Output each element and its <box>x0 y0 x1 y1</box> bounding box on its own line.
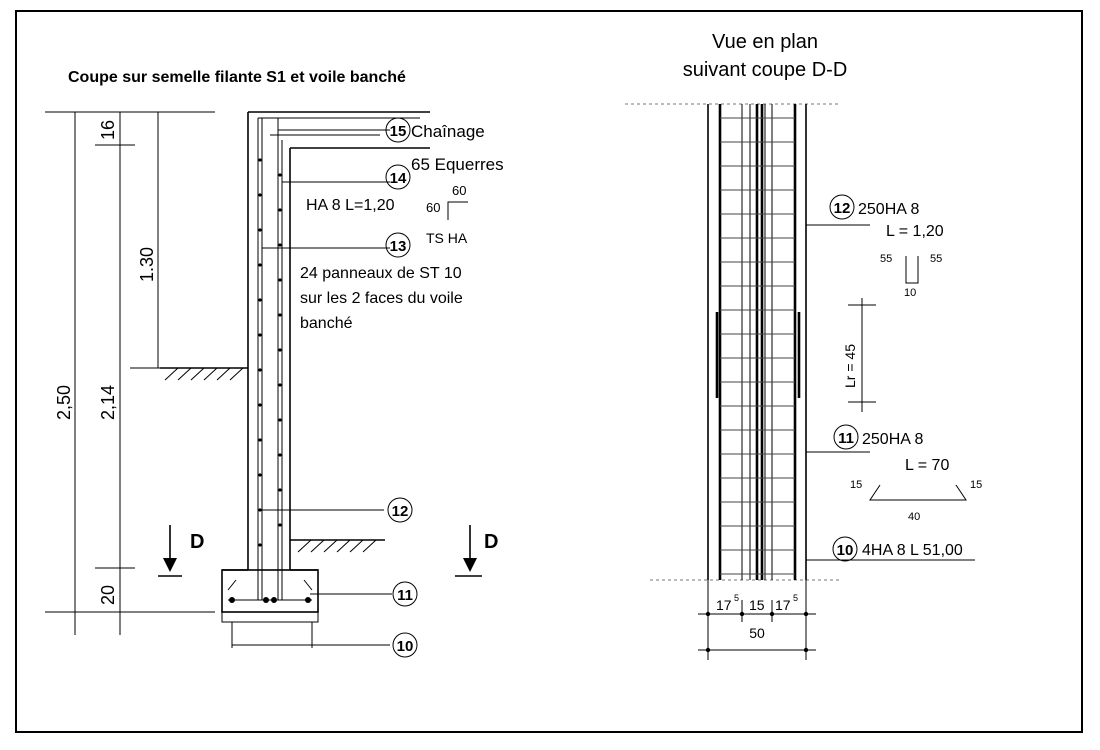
plan-dim-c: 17 <box>775 597 791 613</box>
plan-callout-12-shape <box>905 256 919 284</box>
plan-callout-11-dim-a: 15 <box>850 479 862 491</box>
plan-callout-12-circle <box>829 194 855 220</box>
plan-dim-b: 15 <box>749 597 765 613</box>
section-marker-left <box>158 525 182 577</box>
left-title: Coupe sur semelle filante S1 et voile ba… <box>68 69 406 86</box>
dim-total: 2,50 <box>54 385 74 420</box>
left-dimension-lines <box>45 111 215 635</box>
dim-upper: 1.30 <box>137 247 157 282</box>
equerre-shape <box>447 201 468 220</box>
plan-callout-12-dim-b: 55 <box>930 253 942 265</box>
callout-14-label1: 65 Equerres <box>411 155 504 174</box>
wall-rebar-dots <box>258 158 282 547</box>
lap-dimension <box>848 298 876 412</box>
callout-11-circle <box>392 581 418 607</box>
callout-14-number: 14 <box>390 170 407 187</box>
plan-callout-11-number: 11 <box>838 430 854 447</box>
plan-dim-c-sup: 5 <box>793 593 798 603</box>
section-label-right: D <box>484 531 498 553</box>
callout-10-circle <box>392 632 418 658</box>
plan-callout-11-circle <box>833 424 859 450</box>
plan-callout-10-circle <box>832 536 858 562</box>
callout-13-circle <box>385 232 411 258</box>
dim-top: 16 <box>98 120 118 140</box>
callout-14-label2: HA 8 L=1,20 <box>306 197 395 214</box>
plan-dim-a-sup: 5 <box>734 593 739 603</box>
plan-callout-11-length: L = 70 <box>905 457 949 474</box>
plan-callout-12-dim-c: 10 <box>904 287 916 299</box>
section-marker-right <box>455 525 482 577</box>
plan-callout-11-label: 250HA 8 <box>862 431 923 448</box>
plan-callout-12-label: 250HA 8 <box>858 201 919 218</box>
callout-13-label1: 24 panneaux de ST 10 <box>300 265 462 282</box>
dim-lower: 2,14 <box>98 385 118 420</box>
right-title-line1: Vue en plan <box>712 31 818 53</box>
plan-dim-a: 17 <box>716 597 732 613</box>
plan-callout-12-length: L = 1,20 <box>886 223 944 240</box>
lap-length-label: Lr = 45 <box>842 344 858 388</box>
callout-15-label: Chaînage <box>411 122 485 141</box>
plan-callout-10-number: 10 <box>837 542 854 559</box>
callout-14-circle <box>385 164 411 190</box>
plan-callout-11-shape <box>869 484 967 501</box>
plan-ties <box>720 117 795 575</box>
callout-11-number: 11 <box>397 587 413 604</box>
plan-callout-11-dim-c: 40 <box>908 511 920 523</box>
wall-section <box>247 111 430 600</box>
callout-15-circle <box>385 117 411 143</box>
callout-14-dim2: 60 <box>426 200 440 215</box>
plan-callout-11-dim-b: 15 <box>970 479 982 491</box>
ground-hatch-left <box>160 367 248 381</box>
callout-13-ts: TS HA <box>426 230 468 246</box>
callout-12-circle <box>387 497 413 523</box>
plan-callout-12-dim-a: 55 <box>880 253 892 265</box>
drawing-frame <box>15 10 1083 733</box>
plan-wall <box>625 103 840 581</box>
plan-dim-total: 50 <box>749 625 765 641</box>
footing-section <box>221 569 390 648</box>
footing-rebar-dots <box>229 597 311 603</box>
callout-14-dim1: 60 <box>452 183 466 198</box>
dim-bottom: 20 <box>98 585 118 605</box>
callout-13-number: 13 <box>390 238 407 255</box>
callout-13-label2: sur les 2 faces du voile <box>300 290 463 307</box>
callout-12-number: 12 <box>392 503 409 520</box>
callout-10-number: 10 <box>397 638 414 655</box>
plan-callout-12-number: 12 <box>834 200 851 217</box>
section-label-left: D <box>190 531 204 553</box>
callout-13-label3: banché <box>300 315 353 332</box>
ground-hatch-right <box>290 539 385 553</box>
callout-15-number: 15 <box>390 123 407 140</box>
right-title-line2: suivant coupe D-D <box>683 59 848 81</box>
plan-bottom-dimensions <box>698 580 816 660</box>
plan-callout-10-label: 4HA 8 L 51,00 <box>862 542 963 559</box>
